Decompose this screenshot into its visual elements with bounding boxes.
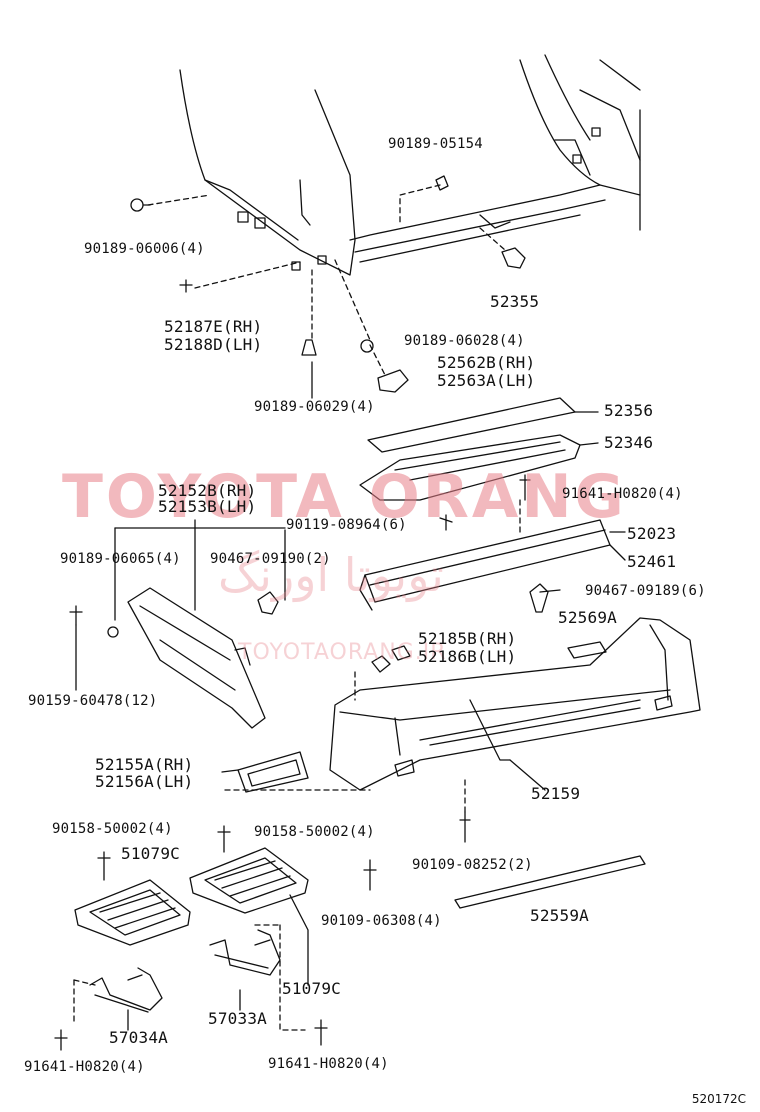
label-52185B: 52185B(RH)	[418, 629, 517, 648]
rear-bumper-cover-52159	[329, 617, 701, 791]
watermark-farsi: تویوتا اورنگ	[218, 548, 444, 602]
clip-icon	[435, 175, 449, 191]
label-91641-H0820-left: 91641-H0820(4)	[24, 1059, 145, 1075]
bolt-icon	[314, 1019, 328, 1046]
label-90119-08964: 90119-08964(6)	[286, 517, 407, 533]
bolt-icon	[130, 198, 151, 212]
label-90158-50002-left: 90158-50002(4)	[52, 821, 173, 837]
label-52563A: 52563A(LH)	[437, 371, 536, 390]
label-52187E: 52187E(RH)	[164, 317, 263, 336]
label-52356: 52356	[604, 401, 654, 420]
grommet-icon	[107, 626, 119, 638]
step-bracket-57034A	[89, 967, 163, 1013]
step-pad-52356	[367, 397, 576, 453]
bolt-icon	[363, 859, 377, 891]
label-51079C-bottom: 51079C	[282, 979, 341, 998]
label-52159: 52159	[531, 784, 581, 803]
bracket-icon	[377, 369, 409, 393]
label-91641-H0820-top: 91641-H0820(4)	[562, 486, 683, 502]
bolt-icon	[459, 811, 471, 843]
body-rear-outline	[179, 54, 641, 276]
bumper-reinforcement-52023	[359, 519, 626, 611]
label-90189-06065: 90189-06065(4)	[60, 551, 181, 567]
leader-lines-bottom	[73, 924, 306, 1031]
bolt-icon	[439, 514, 453, 531]
label-57033A: 57033A	[208, 1009, 267, 1028]
label-52186B: 52186B(LH)	[418, 647, 517, 666]
label-52156A: 52156A(LH)	[95, 772, 194, 791]
clip-icon	[501, 247, 526, 269]
watermark-sub: TOYOTAORANG.IR	[238, 640, 447, 665]
label-90189-06029: 90189-06029(4)	[254, 399, 375, 415]
label-52562B: 52562B(RH)	[437, 353, 536, 372]
label-52155A: 52155A(RH)	[95, 755, 194, 774]
label-90158-50002-right: 90158-50002(4)	[254, 824, 375, 840]
leader-line	[509, 759, 546, 791]
label-90189-06028: 90189-06028(4)	[404, 333, 525, 349]
bolt-icon	[54, 1029, 68, 1051]
label-51079C-top: 51079C	[121, 844, 180, 863]
label-91641-H0820-right: 91641-H0820(4)	[268, 1056, 389, 1072]
label-52188D: 52188D(LH)	[164, 335, 263, 354]
label-52559A: 52559A	[530, 906, 589, 925]
label-90467-09190: 90467-09190(2)	[210, 551, 331, 567]
leader-lines-top	[147, 184, 506, 376]
leader-line	[539, 589, 561, 593]
label-52346: 52346	[604, 433, 654, 452]
watermark-main: TOYOTA ORANG	[62, 462, 627, 532]
label-52152B: 52152B(RH)	[158, 481, 257, 500]
garnish-52155A	[221, 751, 309, 793]
label-52153B: 52153B(LH)	[158, 497, 257, 516]
grommet-icon	[360, 339, 374, 353]
label-90189-05154: 90189-05154	[388, 136, 483, 152]
side-extension-52152B	[127, 587, 266, 729]
bumper-reinforcement-cover-52346	[359, 434, 599, 501]
bolt-icon	[97, 851, 111, 881]
step-pad-51079C-left	[74, 879, 191, 946]
pad-52569A	[567, 641, 607, 659]
step-bracket-57033A	[209, 929, 281, 976]
bolt-icon	[217, 825, 231, 853]
label-57034A: 57034A	[109, 1028, 168, 1047]
label-52461: 52461	[627, 552, 677, 571]
label-90159-60478: 90159-60478(12)	[28, 693, 158, 709]
step-pad-51079C-right	[189, 847, 309, 914]
label-90189-06006: 90189-06006(4)	[84, 241, 205, 257]
label-90467-09189: 90467-09189(6)	[585, 583, 706, 599]
clip-icon	[371, 645, 411, 673]
clip-icon	[257, 591, 279, 615]
bolt-icon	[179, 279, 193, 293]
bolt-icon	[69, 605, 83, 626]
label-90109-08252: 90109-08252(2)	[412, 857, 533, 873]
leader-line	[289, 894, 309, 986]
clip-icon	[529, 583, 549, 613]
grommet-icon	[301, 339, 317, 356]
label-52023: 52023	[627, 524, 677, 543]
label-52355: 52355	[490, 292, 540, 311]
label-52569A: 52569A	[558, 608, 617, 627]
bolt-icon	[519, 474, 531, 501]
diagram-reference-number: 520172C	[691, 1092, 746, 1106]
label-90109-06308: 90109-06308(4)	[321, 913, 442, 929]
molding-52559A	[454, 855, 646, 909]
